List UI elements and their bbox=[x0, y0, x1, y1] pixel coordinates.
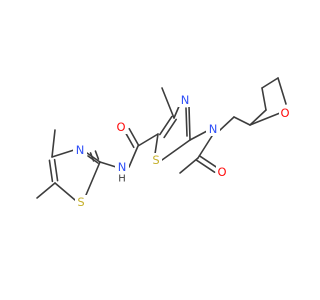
bond-methyl-center bbox=[161, 87, 175, 119]
bond-acetyl-co-b bbox=[198, 155, 219, 169]
bond-s-c2 bbox=[161, 139, 191, 161]
bond-acetyl-methyl bbox=[179, 157, 199, 174]
bond-carbonyl-o-b bbox=[128, 127, 140, 146]
left-thiazole-sulfur-label: S bbox=[77, 195, 84, 209]
bond-methyl-left-bottom bbox=[36, 182, 56, 199]
bond-thz-left-double-n-b bbox=[94, 150, 100, 160]
bond-nh-carbonyl bbox=[128, 145, 139, 168]
bond-acetyl-co-a bbox=[195, 159, 216, 173]
amide-oxygen-bg bbox=[115, 120, 127, 134]
bond-c4-c5-left-b bbox=[53, 158, 59, 182]
thf-oxygen-label: O bbox=[280, 106, 289, 120]
bond-n-acetyl-c bbox=[197, 135, 213, 159]
amide-oxygen-label: O bbox=[116, 120, 125, 134]
bond-methyl-left-top bbox=[51, 129, 56, 158]
left-thiazole-nitrogen-label: N bbox=[76, 143, 85, 157]
bond-layer bbox=[36, 77, 287, 201]
bond-ch2-thf bbox=[233, 116, 251, 126]
bond-n-ch2 bbox=[218, 116, 235, 132]
amide-nitrogen-bg bbox=[115, 160, 129, 174]
center-thiazole-nitrogen-label: N bbox=[181, 93, 190, 107]
center-thiazole-sulfur-bg bbox=[150, 153, 162, 167]
structure-canvas: O N H N S N S N O O bbox=[36, 77, 291, 209]
bond-n-c2 bbox=[188, 105, 191, 141]
acetyl-nitrogen-label: N bbox=[209, 122, 218, 136]
left-thiazole-sulfur-bg bbox=[75, 195, 87, 209]
center-thiazole-sulfur-label: S bbox=[152, 153, 159, 167]
bond-c4-c5-a bbox=[159, 115, 173, 136]
bond-n-c2-inner bbox=[185, 107, 188, 137]
bond-c2-nacetyl bbox=[189, 130, 208, 141]
center-thiazole-nitrogen-bg bbox=[178, 93, 192, 107]
thf-oxygen-bg bbox=[279, 106, 291, 120]
amide-hydrogen-label: H bbox=[118, 174, 126, 185]
bond-thf-c3-c4 bbox=[261, 87, 267, 111]
bond-thf-c2-c3 bbox=[249, 109, 267, 126]
molecule-diagram: O N H N S N S N O O bbox=[36, 77, 291, 209]
acetyl-oxygen-label: O bbox=[217, 165, 226, 179]
bond-c4-n-left bbox=[51, 149, 75, 158]
bond-c4-c5-b bbox=[163, 118, 177, 139]
bond-thf-o-c2 bbox=[249, 112, 281, 126]
acetyl-nitrogen-bg bbox=[206, 122, 220, 136]
bond-thf-c5-o bbox=[277, 77, 287, 105]
bond-c4-c5-left-a bbox=[48, 159, 54, 183]
bond-n-c2-left bbox=[86, 152, 101, 163]
bond-c5-s bbox=[154, 133, 159, 155]
bond-c2-s-left bbox=[85, 161, 101, 196]
acetyl-oxygen-bg bbox=[216, 165, 228, 179]
bond-carbonyl-c5 bbox=[137, 133, 159, 147]
bond-thf-c4-c5 bbox=[261, 77, 279, 89]
amide-nitrogen-label: N bbox=[118, 160, 127, 174]
bond-c2-nh bbox=[99, 161, 117, 168]
bond-n-c2-left-inner bbox=[87, 155, 99, 164]
bond-s-c5-left bbox=[54, 182, 76, 201]
left-thiazole-nitrogen-bg bbox=[73, 143, 87, 157]
atom-label-layer: O N H N S N S N O O bbox=[73, 93, 291, 209]
